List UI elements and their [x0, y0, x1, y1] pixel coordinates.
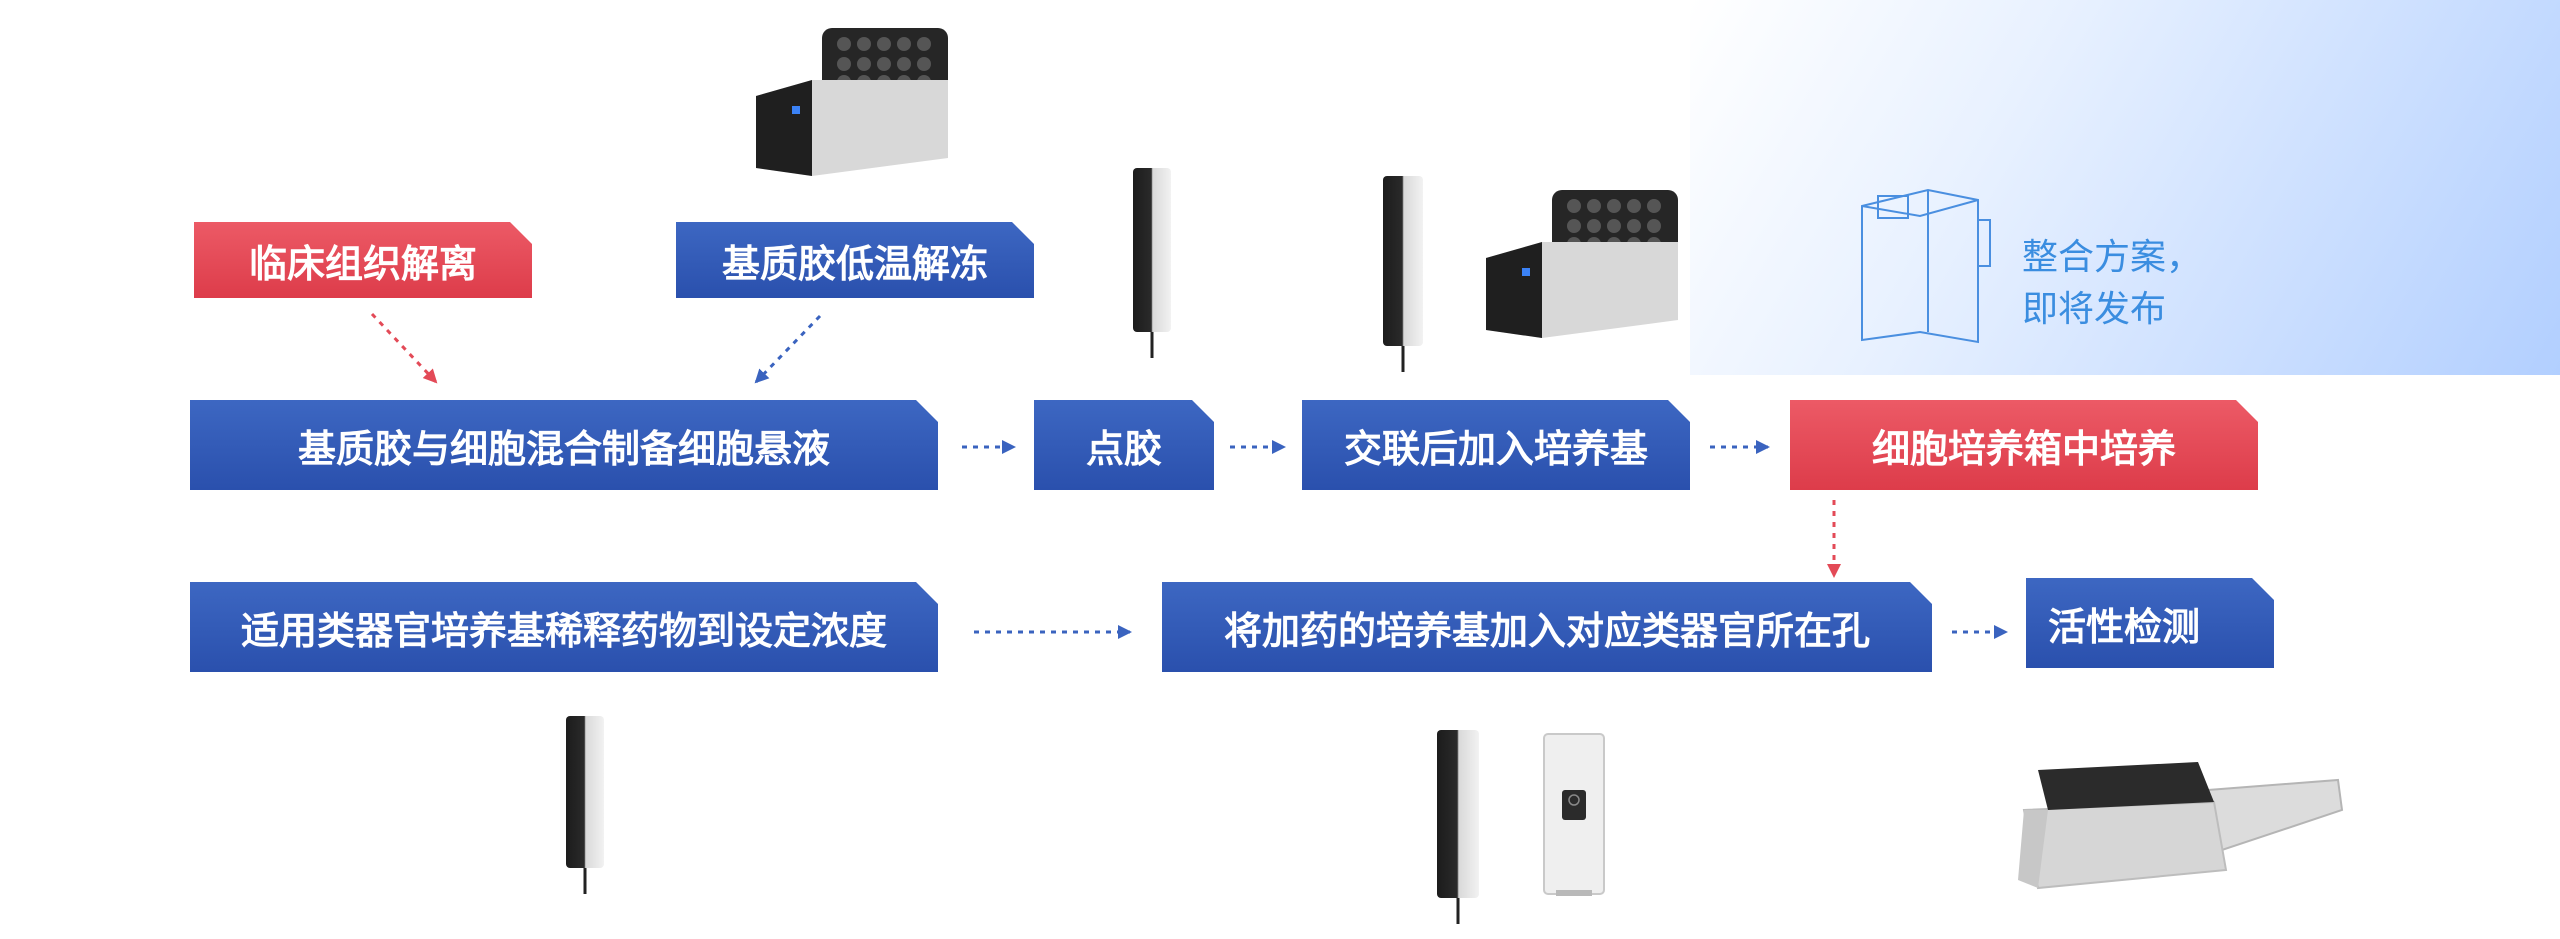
notice-text: 整合方案， 即将发布 — [2022, 232, 2202, 336]
step-add-medium: 交联后加入培养基 — [1302, 400, 1690, 490]
step-label: 细胞培养箱中培养 — [1871, 426, 2176, 471]
step-label: 交联后加入培养基 — [1343, 426, 1648, 471]
step-label: 活性检测 — [2048, 604, 2201, 649]
notice-line-1: 整合方案， — [2022, 237, 2203, 278]
step-viability-test: 活性检测 — [2026, 578, 2274, 668]
step-label: 点胶 — [1085, 426, 1162, 471]
device-panel-icon — [1543, 733, 1605, 896]
step-mix-cells: 基质胶与细胞混合制备细胞悬液 — [190, 400, 938, 490]
background-glow — [1690, 0, 2560, 375]
pipette-stick-icon — [566, 716, 604, 868]
step-dilute-drug: 适用类器官培养基稀释药物到设定浓度 — [190, 582, 938, 672]
step-add-drug-medium: 将加药的培养基加入对应类器官所在孔 — [1162, 582, 1932, 672]
tag-label: 临床组织解离 — [248, 241, 477, 286]
plate-reader-icon — [2018, 762, 2344, 890]
step-incubate: 细胞培养箱中培养 — [1790, 400, 2258, 490]
step-label: 适用类器官培养基稀释药物到设定浓度 — [240, 608, 887, 653]
notice-line-2: 即将发布 — [2022, 289, 2167, 330]
step-label: 基质胶与细胞混合制备细胞悬液 — [297, 426, 830, 471]
pipette-stick-icon — [1133, 168, 1171, 332]
heating-block-icon — [1486, 190, 1678, 338]
tag-label: 基质胶低温解冻 — [721, 241, 988, 286]
step-label: 将加药的培养基加入对应类器官所在孔 — [1223, 608, 1870, 653]
arrow-clinical-to-mix — [370, 312, 438, 384]
incubator-outline-icon — [1861, 188, 1991, 344]
heating-block-icon — [756, 28, 948, 176]
tag-matrigel-thaw: 基质胶低温解冻 — [676, 222, 1034, 298]
step-dispense-gel: 点胶 — [1034, 400, 1214, 490]
pipette-stick-icon — [1437, 730, 1479, 898]
pipette-stick-icon — [1383, 176, 1423, 346]
arrow-thaw-to-mix — [754, 314, 822, 384]
tag-clinical-dissociation: 临床组织解离 — [194, 222, 532, 298]
